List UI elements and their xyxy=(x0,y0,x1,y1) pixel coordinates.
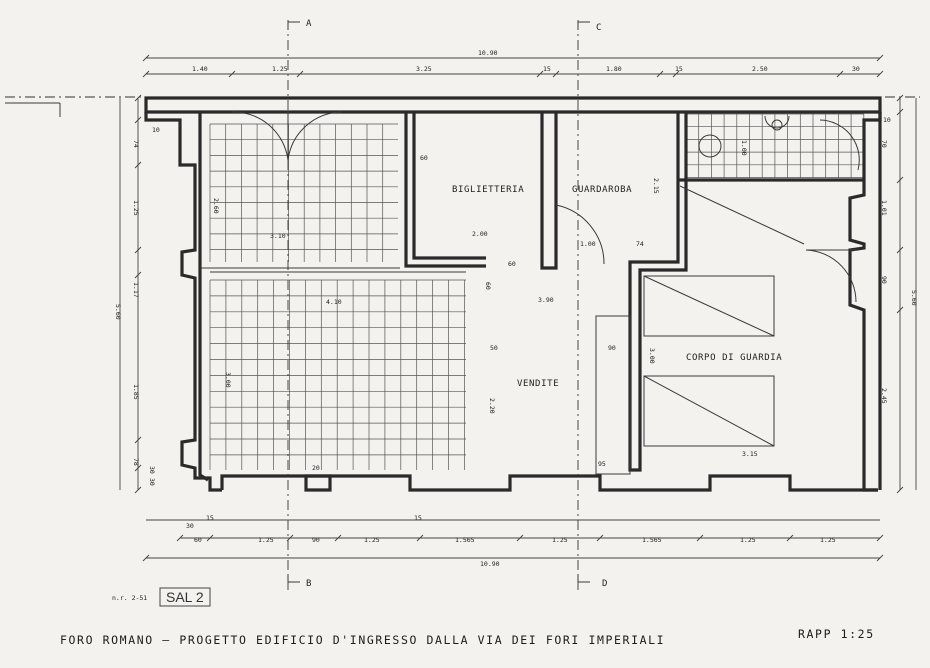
dim-top-5: 1.80 xyxy=(606,65,622,73)
dim-vendite-height: 2.20 xyxy=(488,398,496,414)
dim-pier-20: 20 xyxy=(312,464,320,472)
dim-right-3: 1.01 xyxy=(880,200,888,216)
room-vendite: VENDITE xyxy=(517,379,559,389)
dim-bottom-r2-9: 1.25 xyxy=(820,536,836,544)
dimension-texts: 10.90 1.40 1.25 3.25 15 1.80 15 2.50 30 … xyxy=(114,49,918,568)
dim-top-2: 1.25 xyxy=(272,65,288,73)
dim-hall-top-height: 2.60 xyxy=(212,198,220,214)
dim-left-8: 30 xyxy=(148,478,156,486)
dim-left-4: 1.17 xyxy=(132,282,140,298)
dim-bottom-r2-5: 1.565 xyxy=(455,536,475,544)
dim-left-5: 1.85 xyxy=(132,384,140,400)
wc-bowl-icon xyxy=(764,115,790,129)
section-b-label: B xyxy=(306,579,311,589)
dim-wc-height: 1.00 xyxy=(740,140,748,156)
dim-hall-top-width: 3.10 xyxy=(270,232,286,240)
hall-lower-tile-grid xyxy=(209,279,466,470)
interior-walls xyxy=(200,112,864,472)
dim-bigl-wall: 60 xyxy=(420,154,428,162)
dim-guard-74: 74 xyxy=(636,240,644,248)
dim-corpo-height: 3.00 xyxy=(648,348,656,364)
dim-side-60: 60 xyxy=(484,282,492,290)
dim-right-1: 10 xyxy=(883,116,891,124)
section-d-label: D xyxy=(602,579,607,589)
dim-left-1: 10 xyxy=(152,126,160,134)
room-corpo-di-guardia: CORPO DI GUARDIA xyxy=(686,353,782,363)
dim-right-5: 2.45 xyxy=(880,388,888,404)
dim-bottom-r1-1: 30 xyxy=(186,522,194,530)
dim-right-4: 90 xyxy=(880,276,888,284)
section-a-label: A xyxy=(306,19,312,29)
dim-bigl-corner: 60 xyxy=(508,260,516,268)
sanitary-fixtures xyxy=(698,115,790,158)
dim-bottom-r2-8: 1.25 xyxy=(740,536,756,544)
washbasin-icon xyxy=(698,134,722,158)
dim-top-8: 30 xyxy=(852,65,860,73)
dim-hall-bottom-width: 4.10 xyxy=(326,298,342,306)
dim-bottom-r2-2: 1.25 xyxy=(258,536,274,544)
dim-top-1: 1.40 xyxy=(192,65,208,73)
dim-bottom-r2-7: 1.565 xyxy=(642,536,662,544)
dim-bottom-r2-6: 1.25 xyxy=(552,536,568,544)
section-lines: A C B D xyxy=(287,19,607,590)
handwritten-note: n.r. 2-51 xyxy=(112,594,147,602)
dim-bottom-r2-3: 90 xyxy=(312,536,320,544)
sheet-annotations: n.r. 2-51 SAL 2 FORO ROMANO — PROGETTO E… xyxy=(60,587,875,647)
dim-pier-95: 95 xyxy=(598,460,606,468)
dim-right-2: 70 xyxy=(880,140,888,148)
dim-guard-width: 1.00 xyxy=(580,240,596,248)
room-biglietteria: BIGLIETTERIA xyxy=(452,185,524,195)
counters xyxy=(595,185,805,475)
dim-top-7: 2.50 xyxy=(752,65,768,73)
dim-top-3: 3.25 xyxy=(416,65,432,73)
dim-vendite-depth: 50 xyxy=(490,344,498,352)
drawing-scale: RAPP 1:25 xyxy=(798,627,875,641)
dim-bigl-height: 2.15 xyxy=(652,178,660,194)
drawing-title: FORO ROMANO — PROGETTO EDIFICIO D'INGRES… xyxy=(60,633,665,647)
dim-left-6: 78 xyxy=(132,458,140,466)
dim-bottom-total: 10.90 xyxy=(480,560,500,568)
dimension-lines xyxy=(119,54,917,562)
dim-left-3: 1.25 xyxy=(132,200,140,216)
stamp-label: SAL 2 xyxy=(166,589,204,605)
section-c-label: C xyxy=(596,23,601,33)
dim-corpo-width: 3.15 xyxy=(742,450,758,458)
dim-hall-bottom-height: 3.00 xyxy=(224,372,232,388)
dim-bottom-r1-3: 15 xyxy=(414,514,422,522)
dim-bottom-r2-4: 1.25 xyxy=(364,536,380,544)
dim-right-total: 5.60 xyxy=(910,290,918,306)
dim-vendite-width: 3.90 xyxy=(538,296,554,304)
room-guardaroba: GUARDAROBA xyxy=(572,185,632,195)
dim-bottom-r1-2: 15 xyxy=(206,514,214,522)
stamp-box xyxy=(159,587,211,607)
outer-walls xyxy=(5,96,920,492)
dim-top-6: 15 xyxy=(675,65,683,73)
dim-left-7: 30 xyxy=(148,466,156,474)
dim-top-total: 10.90 xyxy=(478,49,498,57)
dim-counter-90: 90 xyxy=(608,344,616,352)
dim-left-2: 74 xyxy=(132,140,140,148)
dim-bottom-r2-1: 60 xyxy=(194,536,202,544)
dim-left-total: 5.60 xyxy=(114,304,122,320)
dim-bigl-width: 2.00 xyxy=(472,230,488,238)
room-labels: BIGLIETTERIA GUARDAROBA VENDITE CORPO DI… xyxy=(452,185,782,389)
dim-top-4: 15 xyxy=(543,65,551,73)
